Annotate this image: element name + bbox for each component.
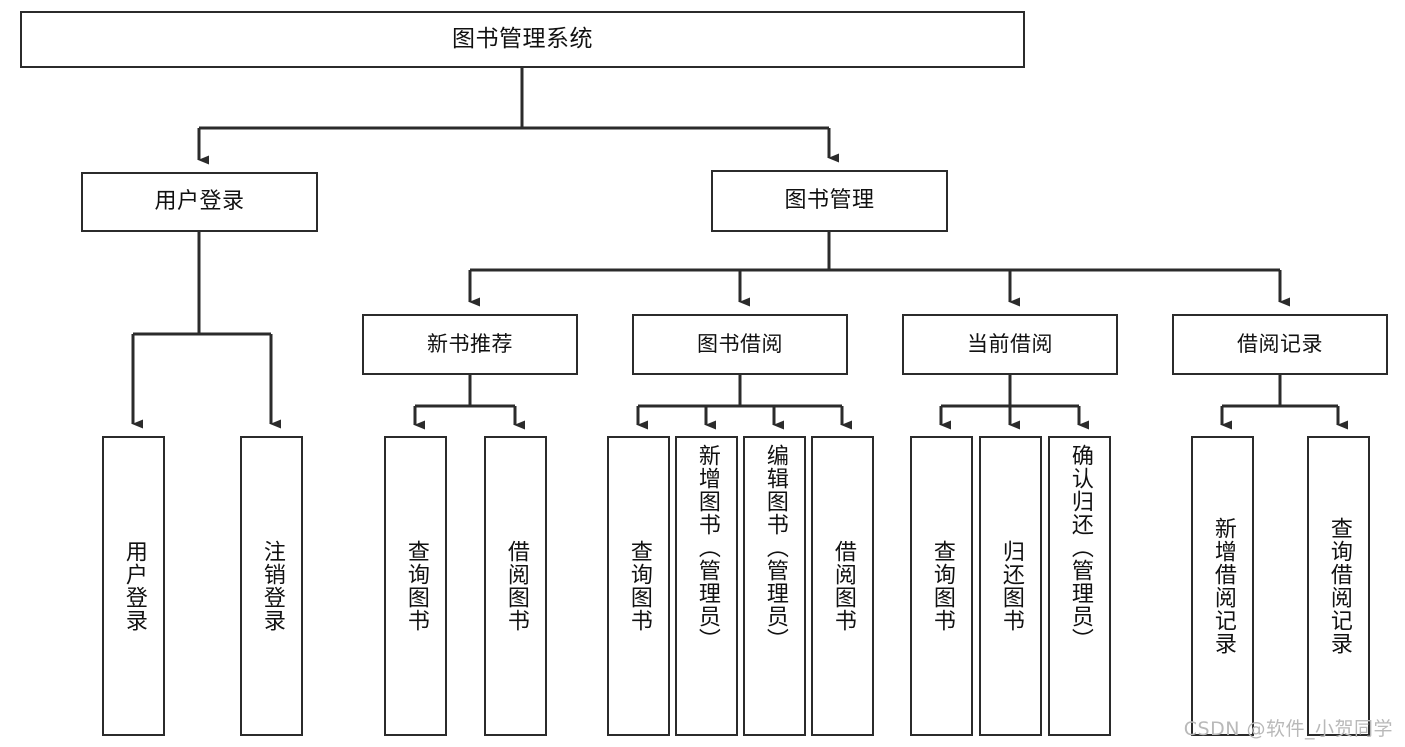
leaf-borrow-query-book-label: 查询图书 <box>626 540 652 632</box>
node-borrow-record[interactable]: 借阅记录 <box>1172 314 1388 375</box>
leaf-recommend-borrow-book-label: 借阅图书 <box>503 540 529 632</box>
leaf-current-return-book-label: 归还图书 <box>998 540 1024 632</box>
node-book-management-label: 图书管理 <box>784 188 875 214</box>
leaf-recommend-query-book-label: 查询图书 <box>403 540 429 632</box>
leaf-borrow-borrow-book[interactable]: 借阅图书 <box>811 436 874 736</box>
node-current-borrow-label: 当前借阅 <box>967 332 1053 357</box>
leaf-borrow-add-book[interactable]: 新增图书（管理员） <box>675 436 738 736</box>
leaf-current-query-book[interactable]: 查询图书 <box>910 436 973 736</box>
leaf-current-query-book-label: 查询图书 <box>929 540 955 632</box>
leaf-user-login[interactable]: 用户登录 <box>102 436 165 736</box>
node-user-login[interactable]: 用户登录 <box>81 172 318 232</box>
leaf-record-add-record[interactable]: 新增借阅记录 <box>1191 436 1254 736</box>
node-borrow-record-label: 借阅记录 <box>1237 332 1323 357</box>
csdn-watermark: CSDN @软件_小贺同学 <box>1183 718 1393 740</box>
leaf-recommend-query-book[interactable]: 查询图书 <box>384 436 447 736</box>
node-book-borrow[interactable]: 图书借阅 <box>632 314 848 375</box>
leaf-borrow-edit-book-label: 编辑图书（管理员） <box>762 444 788 651</box>
leaf-current-confirm-return[interactable]: 确认归还（管理员） <box>1048 436 1111 736</box>
node-user-login-label: 用户登录 <box>154 189 245 215</box>
node-root-system-label: 图书管理系统 <box>452 25 593 52</box>
leaf-borrow-edit-book[interactable]: 编辑图书（管理员） <box>743 436 806 736</box>
leaf-user-logout[interactable]: 注销登录 <box>240 436 303 736</box>
leaf-current-confirm-return-label: 确认归还（管理员） <box>1067 444 1093 651</box>
node-current-borrow[interactable]: 当前借阅 <box>902 314 1118 375</box>
leaf-user-logout-label: 注销登录 <box>259 540 285 632</box>
leaf-user-login-label: 用户登录 <box>121 540 147 632</box>
node-root-system[interactable]: 图书管理系统 <box>20 11 1025 68</box>
node-book-management[interactable]: 图书管理 <box>711 170 948 232</box>
leaf-borrow-add-book-label: 新增图书（管理员） <box>694 444 720 651</box>
node-new-book-recommend-label: 新书推荐 <box>427 332 513 357</box>
leaf-borrow-borrow-book-label: 借阅图书 <box>830 540 856 632</box>
leaf-current-return-book[interactable]: 归还图书 <box>979 436 1042 736</box>
node-book-borrow-label: 图书借阅 <box>697 332 783 357</box>
leaf-record-query-record[interactable]: 查询借阅记录 <box>1307 436 1370 736</box>
node-new-book-recommend[interactable]: 新书推荐 <box>362 314 578 375</box>
leaf-record-query-record-label: 查询借阅记录 <box>1326 517 1352 655</box>
leaf-recommend-borrow-book[interactable]: 借阅图书 <box>484 436 547 736</box>
leaf-borrow-query-book[interactable]: 查询图书 <box>607 436 670 736</box>
leaf-record-add-record-label: 新增借阅记录 <box>1210 517 1236 655</box>
